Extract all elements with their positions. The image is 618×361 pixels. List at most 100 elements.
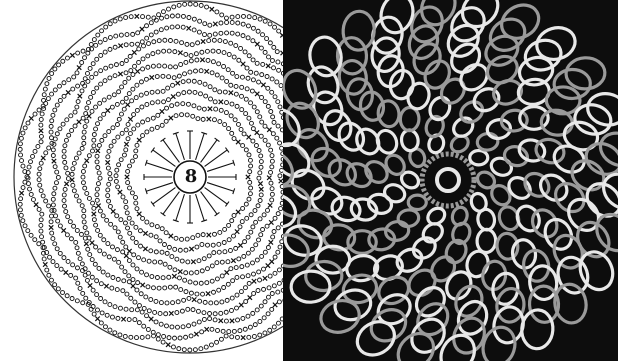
chain-stitch-mark (192, 79, 196, 83)
chain-stitch-mark (149, 249, 153, 253)
chain-stitch-mark (266, 86, 270, 90)
chain-stitch-mark (108, 22, 112, 26)
chain-stitch-mark (187, 79, 191, 83)
doily-chain-loop (352, 125, 383, 158)
chain-stitch-mark (209, 301, 213, 305)
chain-stitch-mark (205, 5, 209, 9)
chain-stitch-mark (271, 115, 275, 119)
chain-stitch-mark (242, 132, 246, 136)
chain-stitch-mark (263, 138, 267, 142)
doily-chain-loop (502, 144, 529, 168)
single-crochet-mark (78, 94, 82, 98)
chain-stitch-mark (196, 309, 200, 313)
chain-stitch-mark (225, 298, 229, 302)
chain-stitch-mark (112, 257, 116, 261)
chain-stitch-mark (134, 241, 138, 245)
chain-stitch-mark (229, 41, 233, 45)
single-crochet-mark (213, 22, 217, 26)
single-crochet-mark (39, 129, 43, 133)
chain-stitch-mark (156, 333, 160, 337)
chain-stitch-mark (248, 158, 252, 162)
chain-stitch-mark (197, 30, 201, 34)
chain-stitch-mark (249, 70, 253, 74)
single-crochet-mark (121, 317, 125, 321)
chain-stitch-mark (37, 207, 41, 211)
chain-stitch-mark (109, 222, 113, 226)
chain-stitch-mark (37, 178, 41, 182)
chain-stitch-mark (87, 154, 91, 158)
chain-stitch-mark (151, 64, 155, 68)
chain-stitch-mark (234, 246, 238, 250)
chain-stitch-mark (166, 86, 170, 90)
chain-stitch-mark (61, 59, 65, 63)
chain-stitch-mark (198, 299, 202, 303)
chain-stitch-mark (185, 42, 189, 46)
chain-stitch-mark (106, 166, 110, 170)
chain-stitch-mark (226, 282, 230, 286)
single-crochet-mark (125, 175, 129, 179)
chain-stitch-mark (186, 102, 190, 106)
single-crochet-mark (219, 100, 223, 104)
chain-stitch-mark (212, 118, 216, 122)
chain-stitch-mark (192, 104, 196, 108)
chain-stitch-mark (99, 69, 103, 73)
chain-stitch-mark (134, 149, 138, 153)
chain-stitch-mark (224, 111, 228, 115)
chain-stitch-mark (180, 237, 184, 241)
chain-stitch-mark (278, 105, 282, 109)
chain-stitch-mark (121, 195, 125, 199)
chain-stitch-mark (184, 248, 188, 252)
chain-stitch-mark (202, 317, 206, 321)
chain-stitch-mark (258, 319, 262, 323)
chain-stitch-mark (49, 124, 53, 128)
chain-stitch-mark (275, 80, 279, 84)
chain-stitch-mark (213, 318, 217, 322)
chain-stitch-mark (230, 31, 234, 35)
chain-stitch-mark (251, 58, 255, 62)
chain-stitch-mark (70, 128, 74, 132)
chain-stitch-mark (119, 218, 123, 222)
chain-stitch-mark (270, 77, 274, 81)
chain-stitch-mark (235, 335, 239, 339)
chain-stitch-mark (53, 108, 57, 112)
chain-stitch-mark (140, 270, 144, 274)
chain-stitch-mark (271, 132, 275, 136)
chain-stitch-mark (251, 261, 255, 265)
chain-stitch-mark (147, 309, 151, 313)
chain-stitch-mark (163, 286, 167, 290)
single-crochet-mark (201, 39, 205, 43)
chain-stitch-mark (110, 245, 114, 249)
chain-stitch-mark (249, 186, 253, 190)
chain-stitch-mark (238, 225, 242, 229)
chain-stitch-mark (188, 2, 192, 6)
chain-stitch-mark (55, 132, 59, 136)
chain-stitch-mark (135, 143, 139, 147)
single-crochet-mark (137, 138, 141, 142)
doily-chain-loop (411, 282, 450, 322)
chain-stitch-mark (184, 52, 188, 56)
chain-stitch-mark (115, 168, 119, 172)
chain-stitch-mark (72, 75, 76, 79)
chain-stitch-mark (211, 243, 215, 247)
single-crochet-mark (241, 62, 245, 66)
single-crochet-mark (267, 128, 271, 132)
chain-stitch-mark (189, 271, 193, 275)
chain-stitch-mark (181, 25, 185, 29)
chain-stitch-mark (200, 50, 204, 54)
chain-stitch-mark (177, 74, 181, 78)
chain-stitch-mark (218, 90, 222, 94)
chain-stitch-mark (126, 181, 130, 185)
chain-stitch-mark (245, 216, 249, 220)
chain-stitch-mark (236, 32, 240, 36)
chain-stitch-mark (227, 330, 231, 334)
chain-stitch-mark (194, 2, 198, 6)
chain-stitch-mark (91, 62, 95, 66)
single-crochet-mark (241, 335, 245, 339)
chain-stitch-mark (174, 236, 178, 240)
single-crochet-mark (266, 64, 270, 68)
single-crochet-mark (207, 233, 211, 237)
chain-stitch-mark (241, 275, 245, 279)
single-crochet-mark (189, 247, 193, 251)
single-crochet-mark (268, 203, 272, 207)
single-crochet-mark (104, 284, 108, 288)
